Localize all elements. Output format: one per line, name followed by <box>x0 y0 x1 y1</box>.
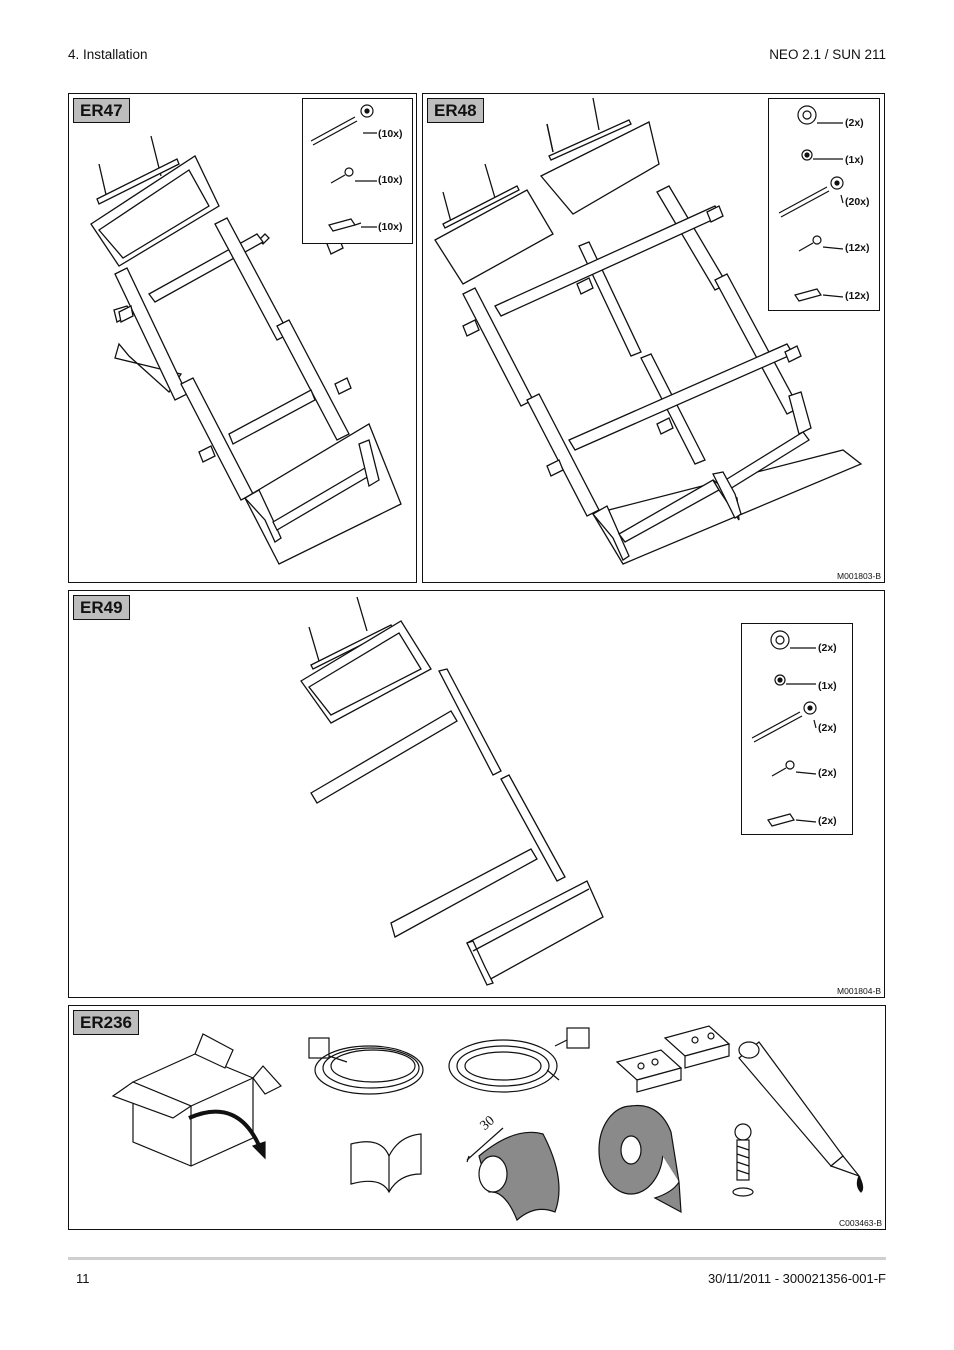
er47-parts-icons <box>310 104 377 232</box>
er48-parts-box: (2x) (1x) (20x) (12x) (12x) <box>768 98 880 311</box>
er236-drawing-code: C003463-B <box>838 1218 882 1228</box>
document-reference: 30/11/2011 - 300021356-001-F <box>707 1271 886 1286</box>
er49-tag: ER49 <box>73 595 130 620</box>
panel-er48: ER48 (2x) (1x) (20x) (12x) (12x) M001803 <box>422 93 885 583</box>
panel-er236: ER236 30 C003463-B <box>68 1005 886 1230</box>
footer-divider <box>68 1257 886 1260</box>
er48-tag: ER48 <box>427 98 484 123</box>
sensor-label-icon <box>308 1037 330 1059</box>
er48-parts-icons <box>778 105 844 302</box>
er236-accessories-drawing <box>111 1025 864 1222</box>
panel-er47: ER47 (10x) (10x) (10x) <box>68 93 417 583</box>
er48-exploded-drawing <box>434 97 863 565</box>
product-name: NEO 2.1 / SUN 211 <box>769 47 886 62</box>
section-title: 4. Installation <box>68 47 148 62</box>
er48-qty-5: (12x) <box>845 290 870 302</box>
sealant-cartridge-icon <box>738 1041 844 1167</box>
manual-icon <box>350 1133 422 1194</box>
tape-roll-icon <box>478 1131 560 1222</box>
er48-qty-3: (20x) <box>845 196 870 208</box>
er49-exploded-drawing <box>300 596 604 986</box>
er47-qty-1: (10x) <box>378 128 403 140</box>
er47-parts-box: (10x) (10x) (10x) <box>302 98 413 244</box>
page-number: 11 <box>76 1271 90 1286</box>
er236-tag: ER236 <box>73 1010 139 1035</box>
er48-qty-4: (12x) <box>845 242 870 254</box>
hose-label-icon <box>566 1027 590 1049</box>
er47-exploded-drawing <box>90 135 402 565</box>
er48-qty-2: (1x) <box>845 154 864 166</box>
er49-qty-4: (2x) <box>818 767 837 779</box>
er49-parts-box: (2x) (1x) (2x) (2x) (2x) <box>741 623 853 835</box>
er49-qty-2: (1x) <box>818 680 837 692</box>
er49-parts-icons <box>751 630 817 827</box>
er47-qty-2: (10x) <box>378 174 403 186</box>
er49-qty-5: (2x) <box>818 815 837 827</box>
er49-drawing-code: M001804-B <box>837 986 881 996</box>
er47-qty-3: (10x) <box>378 221 403 233</box>
panel-er49: ER49 (2x) (1x) (2x) (2x) (2x) M001804-B <box>68 590 885 998</box>
screw-icon <box>734 1123 752 1141</box>
er47-tag: ER47 <box>73 98 130 123</box>
er49-qty-3: (2x) <box>818 722 837 734</box>
er48-qty-1: (2x) <box>845 117 864 129</box>
er48-drawing-code: M001803-B <box>837 571 881 581</box>
er49-qty-1: (2x) <box>818 642 837 654</box>
